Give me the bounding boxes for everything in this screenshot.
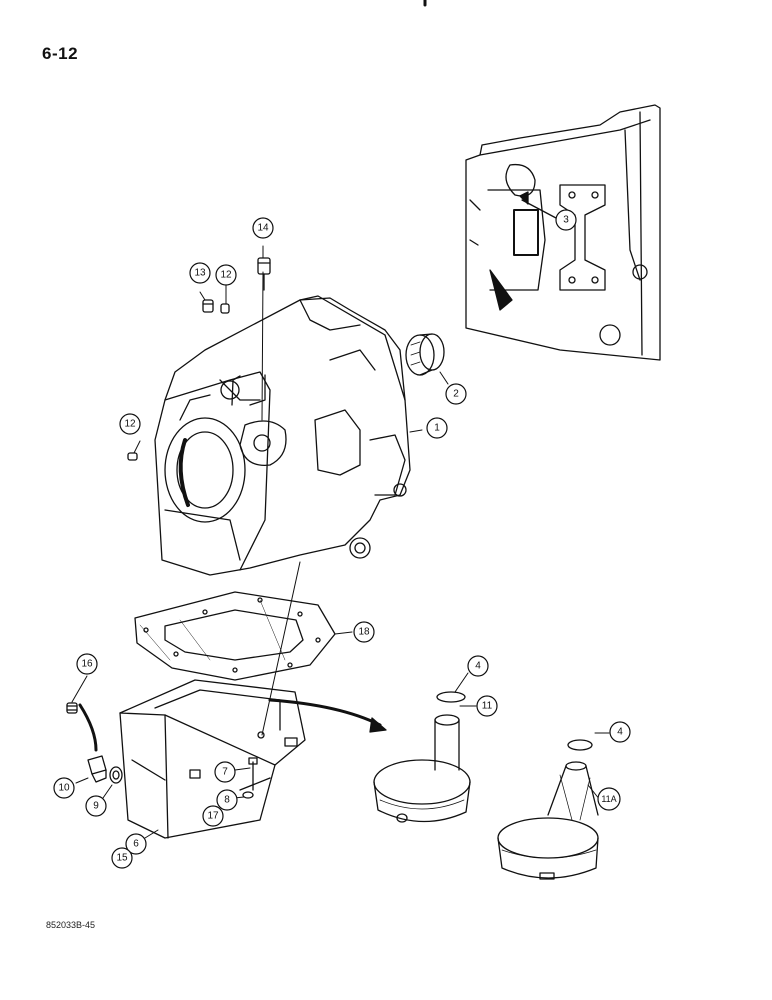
- callout-circle-14: [252, 217, 274, 239]
- callout-label-8: 8: [224, 795, 230, 806]
- bolt-7: [248, 757, 258, 791]
- callout-circle-11a: [597, 787, 621, 811]
- o-ring-4-top: [436, 691, 466, 703]
- callout-label-12-side: 12: [124, 419, 136, 430]
- callout-circle-12-side: [119, 413, 141, 435]
- callout-label-11: 11: [482, 701, 493, 712]
- arrow-3: [519, 191, 529, 205]
- transmission-housing: [154, 295, 411, 576]
- curve-arrow-filter: [268, 698, 382, 727]
- callout-label-4a: 4: [475, 661, 481, 672]
- page-number: 6-12: [42, 44, 79, 63]
- callout-circle-8: [216, 789, 238, 811]
- washer-8-17: [242, 791, 254, 799]
- callout-circle-3: [555, 209, 577, 231]
- drain-plug-10: [87, 755, 107, 783]
- callout-label-6: 6: [133, 839, 139, 850]
- callout-circle-12-top: [215, 264, 237, 286]
- callout-circle-4a: [467, 655, 489, 677]
- plug-12-side: [127, 452, 138, 461]
- oil-pan-6: [119, 679, 306, 839]
- callout-label-12-top: 12: [220, 270, 232, 281]
- washer-9: [109, 766, 123, 784]
- curve-arrow-16: [78, 703, 98, 752]
- callout-circle-16: [76, 653, 98, 675]
- callout-label-14: 14: [257, 223, 269, 234]
- callout-circle-1: [426, 417, 448, 439]
- callout-circle-7: [214, 761, 236, 783]
- figure-code: 852033B-45: [46, 920, 96, 930]
- callout-label-3: 3: [563, 215, 569, 226]
- callout-circle-18: [353, 621, 375, 643]
- plug-16: [66, 702, 78, 714]
- plug-12-top: [220, 303, 230, 314]
- plug-13: [202, 299, 214, 313]
- callout-circles: [53, 209, 631, 869]
- gasket-18: [134, 591, 336, 681]
- filter-11: [373, 714, 471, 823]
- callout-circle-13: [189, 262, 211, 284]
- callout-circle-10: [53, 777, 75, 799]
- callout-label-2: 2: [453, 389, 459, 400]
- callout-circle-9: [85, 795, 107, 817]
- callout-label-9: 9: [93, 801, 99, 812]
- housing-inset-view: [465, 104, 661, 361]
- callout-label-13: 13: [194, 268, 206, 279]
- callout-circle-2: [445, 383, 467, 405]
- callout-circle-6: [125, 833, 147, 855]
- bearing-2: [405, 333, 445, 376]
- callout-label-18: 18: [358, 627, 370, 638]
- o-ring-4-right: [567, 739, 593, 751]
- fitting-14: [257, 257, 271, 291]
- callout-label-4b: 4: [617, 727, 623, 738]
- callout-label-7: 7: [222, 767, 228, 778]
- callout-label-10: 10: [58, 783, 70, 794]
- callout-label-15: 15: [116, 853, 128, 864]
- callout-label-16: 16: [81, 659, 93, 670]
- callout-circle-4b: [609, 721, 631, 743]
- arrow-head-filter: [369, 717, 387, 733]
- callout-label-11a: 11A: [601, 794, 616, 804]
- callout-label-1: 1: [434, 423, 440, 434]
- callout-label-17: 17: [207, 811, 219, 822]
- leader-lines: [71, 245, 610, 839]
- callout-circle-11: [476, 695, 498, 717]
- callout-circle-17: [202, 805, 224, 827]
- callout-circle-15: [111, 847, 133, 869]
- filter-11a: [497, 761, 599, 880]
